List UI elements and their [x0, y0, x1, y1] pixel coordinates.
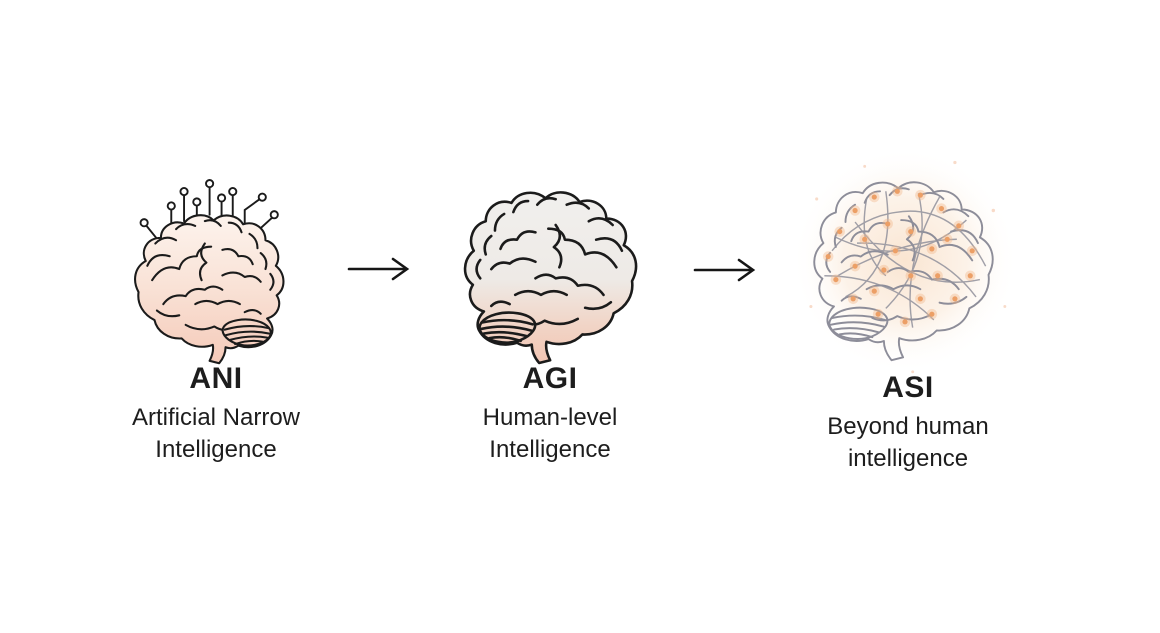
stage-acronym-asi: ASI — [882, 371, 934, 404]
neural-mesh — [824, 191, 987, 328]
sparkle-dots — [809, 160, 1007, 374]
stage-acronym-ani: ANI — [189, 362, 243, 395]
arrow-right-icon — [347, 257, 410, 281]
stage-acronym-agi: AGI — [522, 362, 578, 395]
circuit-pins-icon — [139, 179, 279, 240]
stage-label-asi: ASI Beyond human intelligence — [778, 371, 1038, 475]
stage-description-asi: Beyond human intelligence — [778, 411, 1038, 475]
description-line: Human-level — [482, 404, 618, 431]
arrow-right-icon — [693, 258, 756, 282]
neural-nodes — [825, 188, 975, 325]
agi-human-brain-illustration — [463, 191, 638, 365]
ani-circuit-brain-illustration — [134, 179, 285, 365]
asi-network-brain-illustration — [791, 147, 1019, 374]
stage-label-ani: ANI Artificial Narrow Intelligence — [86, 362, 346, 466]
stage-description-agi: Human-level Intelligence — [420, 402, 680, 466]
description-line: Intelligence — [489, 436, 611, 463]
stage-label-agi: AGI Human-level Intelligence — [420, 362, 680, 466]
description-line: Intelligence — [155, 436, 277, 463]
stage-description-ani: Artificial Narrow Intelligence — [86, 402, 346, 466]
description-line: Beyond human — [827, 413, 989, 440]
description-line: intelligence — [847, 445, 969, 472]
description-line: Artificial Narrow — [131, 404, 301, 431]
